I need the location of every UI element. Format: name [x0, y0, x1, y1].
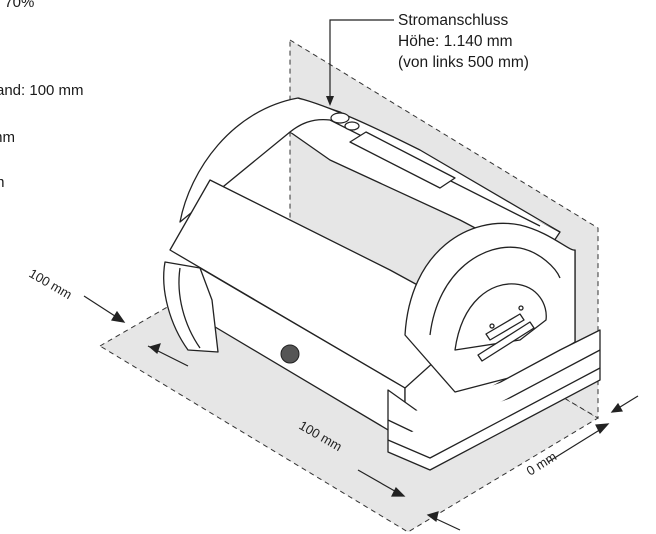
machine: [163, 97, 601, 471]
dimension-front-bottom: [426, 511, 461, 531]
spec-line-4: mm: [0, 129, 15, 146]
speaker-grille: [280, 344, 300, 364]
spec-line-5: m: [0, 174, 5, 192]
callout-leader: [326, 19, 394, 106]
callout-title: Stromanschluss: [398, 12, 509, 29]
callout-height: Höhe: 1.140 mm: [398, 33, 513, 50]
spec-list: : 70% : and: 100 mm mm m: [0, 0, 200, 200]
dimension-left-label: 100 mm: [27, 266, 75, 302]
spec-humidity: : 70%: [0, 0, 35, 11]
callout-offset: (von links 500 mm): [398, 54, 529, 71]
dimension-front: [357, 469, 406, 497]
power-connection-callout: Stromanschluss Höhe: 1.140 mm (von links…: [398, 10, 529, 73]
dimension-right: [547, 395, 639, 463]
spec-wall-distance: and: 100 mm: [0, 82, 84, 99]
dimension-left: [83, 295, 189, 367]
power-socket: [330, 112, 360, 131]
